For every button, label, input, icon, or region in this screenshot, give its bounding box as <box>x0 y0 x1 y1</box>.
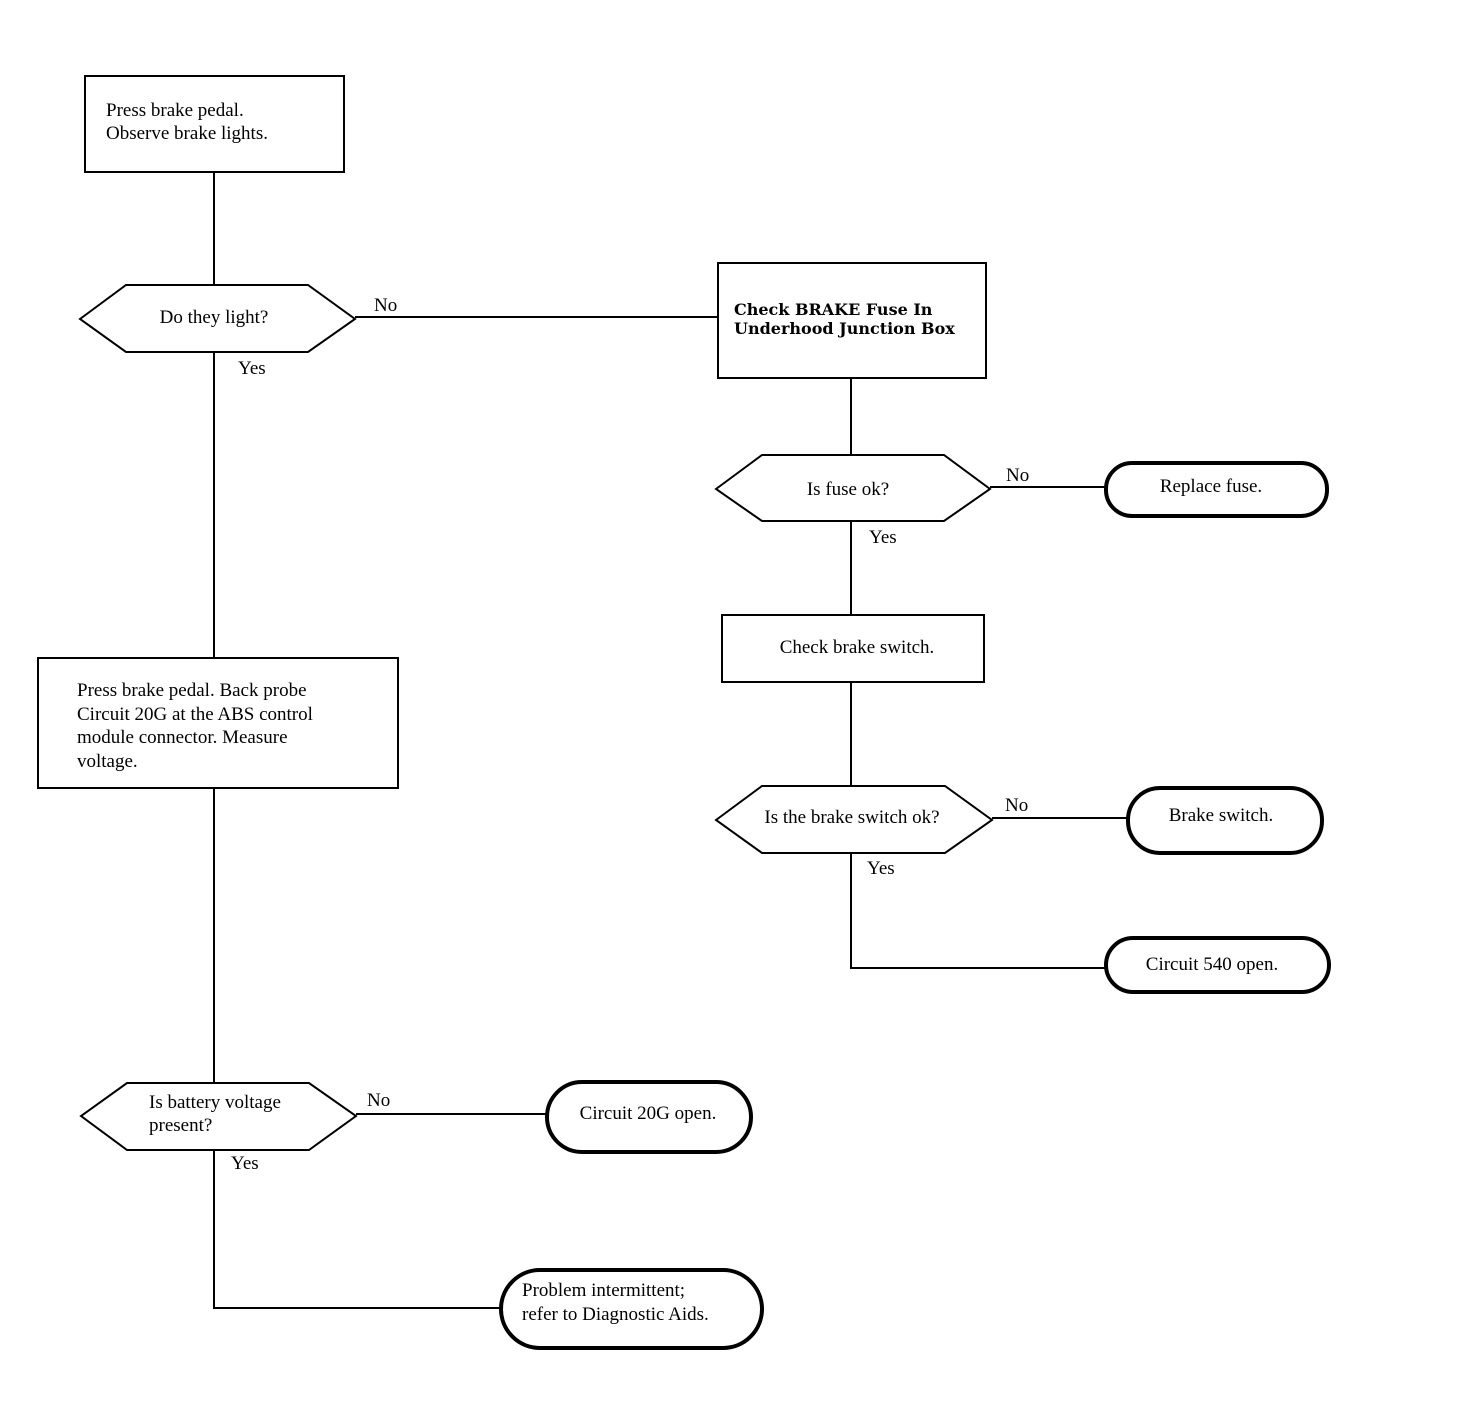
terminal-replace-fuse-text: Replace fuse. <box>1160 476 1262 497</box>
decision-fuse-no-label: No <box>1006 465 1029 486</box>
start-box-line1: Press brake pedal. <box>106 100 244 121</box>
decision-lights-no-label: No <box>374 295 397 316</box>
terminal-brake-switch: Brake switch. <box>1126 786 1324 855</box>
terminal-circuit-540: Circuit 540 open. <box>1104 936 1331 994</box>
decision-battery-no-label: No <box>367 1090 390 1111</box>
fuse-box-line1: Check BRAKE Fuse In <box>734 300 933 319</box>
terminal-brake-switch-text: Brake switch. <box>1169 805 1273 826</box>
fuse-box: Check BRAKE Fuse In Underhood Junction B… <box>717 262 987 379</box>
connector-switch-yes <box>850 853 1106 969</box>
probe-box: Press brake pedal. Back probe Circuit 20… <box>37 657 399 789</box>
connector-battery-yes <box>213 1150 501 1309</box>
fuse-box-line2: Underhood Junction Box <box>734 319 955 338</box>
switch-box: Check brake switch. <box>721 614 985 683</box>
decision-battery-line1: Is battery voltage <box>149 1092 281 1113</box>
decision-switch-yes-label: Yes <box>867 858 895 879</box>
decision-switch-no-label: No <box>1005 795 1028 816</box>
probe-box-line2: Circuit 20G at the ABS control <box>77 704 313 725</box>
decision-battery-line2: present? <box>149 1115 212 1136</box>
terminal-circuit-20g: Circuit 20G open. <box>545 1080 753 1154</box>
decision-fuse-yes-label: Yes <box>869 527 897 548</box>
decision-battery-yes-label: Yes <box>231 1153 259 1174</box>
switch-box-text: Check brake switch. <box>780 637 935 658</box>
decision-lights-yes-label: Yes <box>238 358 266 379</box>
decision-switch-text: Is the brake switch ok? <box>764 807 939 828</box>
terminal-circuit-20g-text: Circuit 20G open. <box>580 1103 717 1124</box>
decision-fuse: Is fuse ok? No Yes <box>714 454 1029 548</box>
terminal-intermittent-line2: refer to Diagnostic Aids. <box>522 1304 709 1325</box>
start-box: Press brake pedal. Observe brake lights. <box>84 75 345 173</box>
connectors <box>213 172 1128 1309</box>
decision-battery: Is battery voltage present? No Yes <box>79 1082 390 1174</box>
probe-box-line4: voltage. <box>77 751 138 772</box>
terminal-replace-fuse: Replace fuse. <box>1104 461 1329 518</box>
probe-box-line3: module connector. Measure <box>77 727 288 748</box>
decision-switch: Is the brake switch ok? No Yes <box>714 785 1028 879</box>
terminal-circuit-540-text: Circuit 540 open. <box>1146 954 1278 975</box>
terminal-intermittent: Problem intermittent; refer to Diagnosti… <box>499 1268 764 1350</box>
decision-fuse-text: Is fuse ok? <box>807 479 889 500</box>
decision-lights: Do they light? No Yes <box>78 284 397 379</box>
decision-lights-text: Do they light? <box>160 307 269 328</box>
terminal-intermittent-line1: Problem intermittent; <box>522 1280 685 1301</box>
start-box-line2: Observe brake lights. <box>106 123 268 144</box>
probe-box-line1: Press brake pedal. Back probe <box>77 680 307 701</box>
